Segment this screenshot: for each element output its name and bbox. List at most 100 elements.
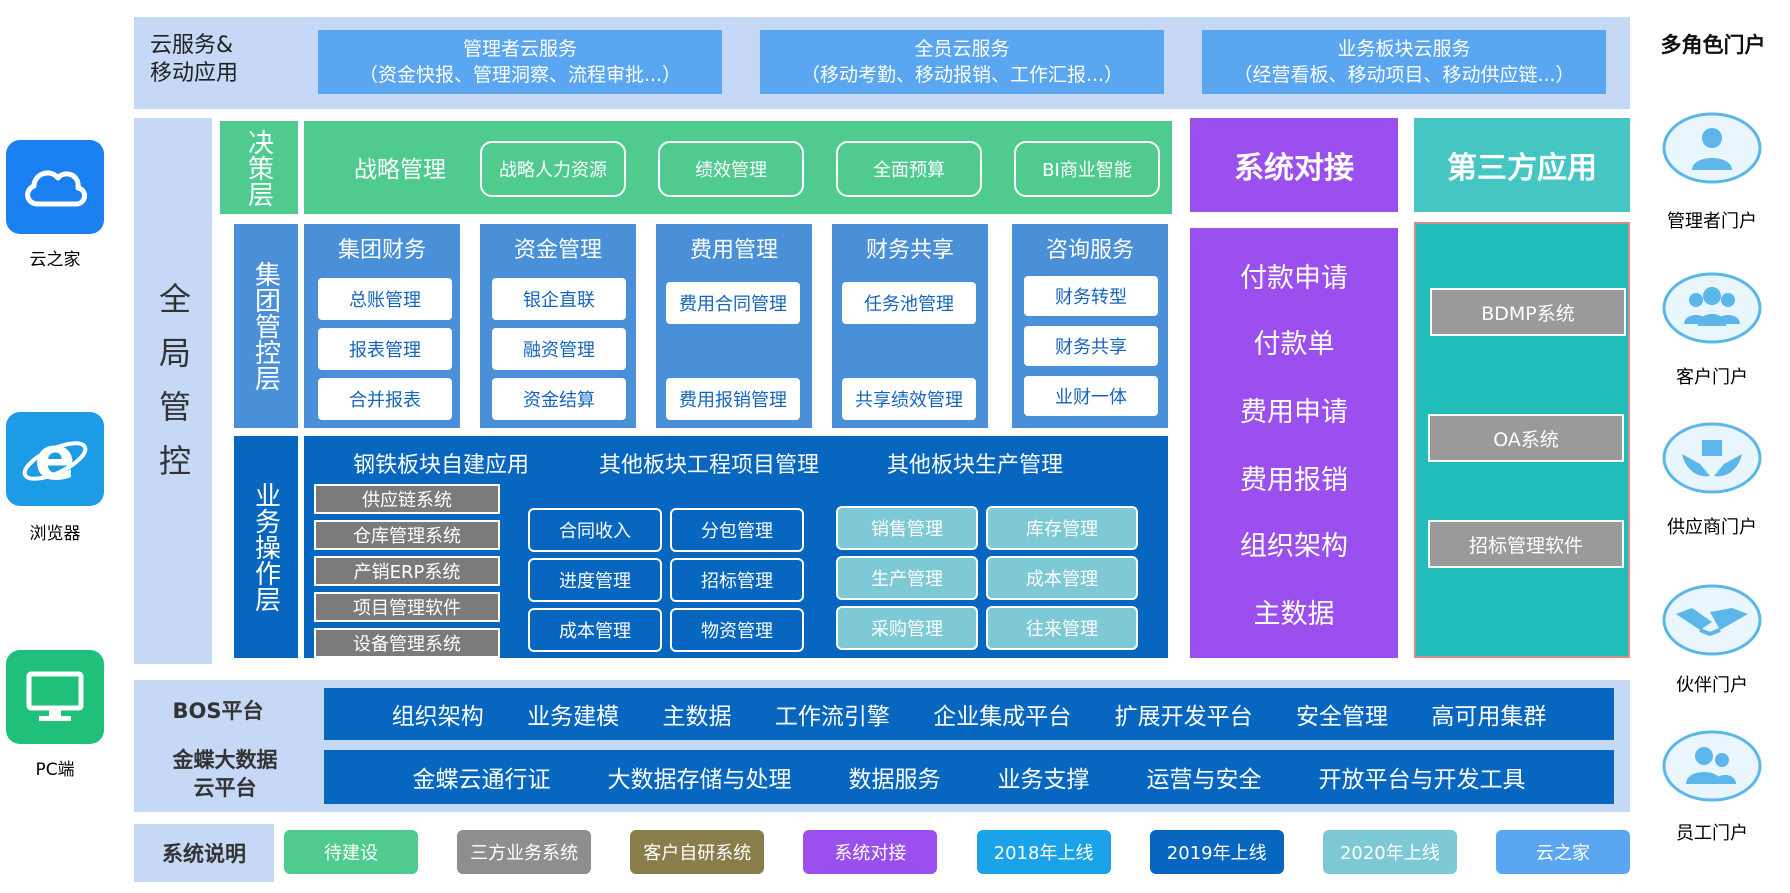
integration-item-expense-request: 费用申请 — [1240, 396, 1348, 428]
production-cost-button[interactable]: 成本管理 — [986, 556, 1138, 600]
report-management-button[interactable]: 报表管理 — [318, 328, 452, 370]
bos-item: 工作流引擎 — [774, 704, 890, 730]
bos-item: 组织架构 — [391, 704, 484, 730]
subcontract-button[interactable]: 分包管理 — [670, 508, 804, 552]
global-control-label: 全局管控 — [154, 282, 192, 498]
cloud-icon — [25, 170, 87, 207]
warehouse-system[interactable]: 仓库管理系统 — [314, 520, 500, 550]
integration-item-org-structure: 组织架构 — [1240, 530, 1348, 562]
fund-settlement-button[interactable]: 资金结算 — [492, 378, 626, 420]
pc-app[interactable] — [6, 650, 104, 744]
integration-item-expense-reimbursement: 费用报销 — [1240, 464, 1348, 496]
employee-portal-label: 员工门户 — [1676, 823, 1748, 844]
fund-management-title: 资金管理 — [513, 238, 602, 263]
procurement-button[interactable]: 采购管理 — [836, 606, 978, 650]
legend-item-2019: 2019年上线 — [1149, 830, 1284, 874]
expense-management-title: 费用管理 — [689, 238, 778, 263]
yunzhijia-app[interactable] — [6, 140, 104, 234]
business-cloud-service[interactable]: 业务板块云服务 （经营看板、移动项目、移动供应链...） — [1202, 30, 1606, 94]
manager-icon — [1662, 112, 1762, 184]
comprehensive-budget-button[interactable]: 全面预算 — [836, 141, 982, 197]
business-finance-integration-button[interactable]: 业财一体 — [1024, 376, 1158, 416]
sales-management-button[interactable]: 销售管理 — [836, 506, 978, 550]
legend-row: 待建设 三方业务系统 客户自研系统 系统对接 2018年上线 2019年上线 2… — [284, 830, 1630, 874]
equipment-system[interactable]: 设备管理系统 — [314, 628, 500, 658]
steel-apps-header: 钢铁板块自建应用 — [352, 453, 529, 478]
supplier-portal[interactable] — [1660, 420, 1764, 496]
finance-sharing-button[interactable]: 财务共享 — [1024, 326, 1158, 366]
portals-title: 多角色门户 — [1660, 33, 1766, 57]
employee-cloud-service[interactable]: 全员云服务 （移动考勤、移动报销、工作汇报...） — [760, 30, 1164, 94]
strategy-management: 战略管理 — [354, 157, 446, 183]
third-party-title: 第三方应用 — [1414, 118, 1630, 212]
customer-portal[interactable] — [1660, 270, 1764, 346]
tender-software[interactable]: 招标管理软件 — [1428, 520, 1624, 568]
customer-portal-label: 客户门户 — [1676, 367, 1748, 388]
bos-item: 主数据 — [662, 704, 732, 730]
bdmp-system[interactable]: BDMP系统 — [1430, 288, 1626, 336]
finance-transformation-button[interactable]: 财务转型 — [1024, 276, 1158, 316]
manager-portal[interactable] — [1660, 110, 1764, 186]
browser-app[interactable]: e — [6, 412, 104, 506]
accounts-button[interactable]: 往来管理 — [986, 606, 1138, 650]
bigdata-item: 金蝶云通行证 — [412, 767, 551, 793]
tender-button[interactable]: 招标管理 — [670, 558, 804, 602]
integration-item-payment-request: 付款申请 — [1240, 262, 1348, 294]
bos-platform-label: BOS平台 — [172, 699, 264, 723]
financing-management-button[interactable]: 融资管理 — [492, 328, 626, 370]
inventory-management-button[interactable]: 库存管理 — [986, 506, 1138, 550]
production-management-header: 其他板块生产管理 — [886, 453, 1063, 478]
task-pool-button[interactable]: 任务池管理 — [842, 282, 976, 324]
contract-income-button[interactable]: 合同收入 — [528, 508, 662, 552]
progress-button[interactable]: 进度管理 — [528, 558, 662, 602]
group-finance-title: 集团财务 — [337, 238, 426, 263]
employee-portal[interactable] — [1660, 728, 1764, 804]
finance-sharing-title: 财务共享 — [865, 238, 954, 263]
employees-icon — [1662, 730, 1762, 802]
bos-item: 安全管理 — [1295, 704, 1388, 730]
pc-label: PC端 — [35, 759, 75, 780]
performance-management-button[interactable]: 绩效管理 — [658, 141, 804, 197]
legend-item-2018: 2018年上线 — [976, 830, 1111, 874]
business-layer-label: 业务操作层 — [234, 436, 298, 658]
bi-intelligence-button[interactable]: BI商业智能 — [1014, 141, 1160, 197]
materials-button[interactable]: 物资管理 — [670, 608, 804, 652]
yunzhijia-label: 云之家 — [29, 249, 81, 270]
legend-item-integration: 系统对接 — [803, 830, 938, 874]
shared-performance-button[interactable]: 共享绩效管理 — [842, 378, 976, 420]
supply-chain-system[interactable]: 供应链系统 — [314, 484, 500, 514]
legend-item-2020: 2020年上线 — [1322, 830, 1457, 874]
project-software[interactable]: 项目管理软件 — [314, 592, 500, 622]
ie-browser-icon: e — [22, 427, 88, 491]
consolidated-report-button[interactable]: 合并报表 — [318, 378, 452, 420]
group-control-layer-label: 集团管控层 — [234, 224, 298, 428]
production-management-button[interactable]: 生产管理 — [836, 556, 978, 600]
bos-item: 业务建模 — [527, 704, 620, 730]
integration-item-master-data: 主数据 — [1253, 598, 1335, 630]
legend-item-yunzhijia: 云之家 — [1495, 830, 1630, 874]
bank-direct-button[interactable]: 银企直联 — [492, 278, 626, 320]
partner-portal-label: 伙伴门户 — [1676, 675, 1748, 696]
manager-cloud-service[interactable]: 管理者云服务 （资金快报、管理洞察、流程审批...） — [318, 30, 722, 94]
bos-item: 高可用集群 — [1431, 704, 1547, 730]
general-ledger-button[interactable]: 总账管理 — [318, 278, 452, 320]
bos-item: 扩展开发平台 — [1114, 704, 1253, 730]
partner-portal[interactable] — [1660, 582, 1764, 658]
engineering-project-header: 其他板块工程项目管理 — [598, 453, 819, 478]
legend-label: 系统说明 — [134, 824, 274, 882]
bos-platform-bar: 组织架构 业务建模 主数据 工作流引擎 企业集成平台 扩展开发平台 安全管理 高… — [324, 688, 1614, 740]
expense-contract-button[interactable]: 费用合同管理 — [666, 282, 800, 324]
bigdata-item: 运营与安全 — [1146, 767, 1262, 793]
system-integration-panel — [1190, 228, 1398, 658]
manager-portal-label: 管理者门户 — [1667, 211, 1757, 232]
expense-reimbursement-button[interactable]: 费用报销管理 — [666, 378, 800, 420]
bigdata-platform-bar: 金蝶云通行证 大数据存储与处理 数据服务 业务支撑 运营与安全 开放平台与开发工… — [324, 750, 1614, 804]
bigdata-item: 开放平台与开发工具 — [1318, 767, 1526, 793]
legend-item-to-build: 待建设 — [284, 830, 418, 874]
decision-layer-panel — [304, 121, 1172, 214]
legend-item-self-developed: 客户自研系统 — [630, 830, 765, 874]
erp-system[interactable]: 产销ERP系统 — [314, 556, 500, 586]
project-cost-button[interactable]: 成本管理 — [528, 608, 662, 652]
oa-system[interactable]: OA系统 — [1428, 414, 1624, 462]
strategic-hr-button[interactable]: 战略人力资源 — [480, 141, 626, 197]
